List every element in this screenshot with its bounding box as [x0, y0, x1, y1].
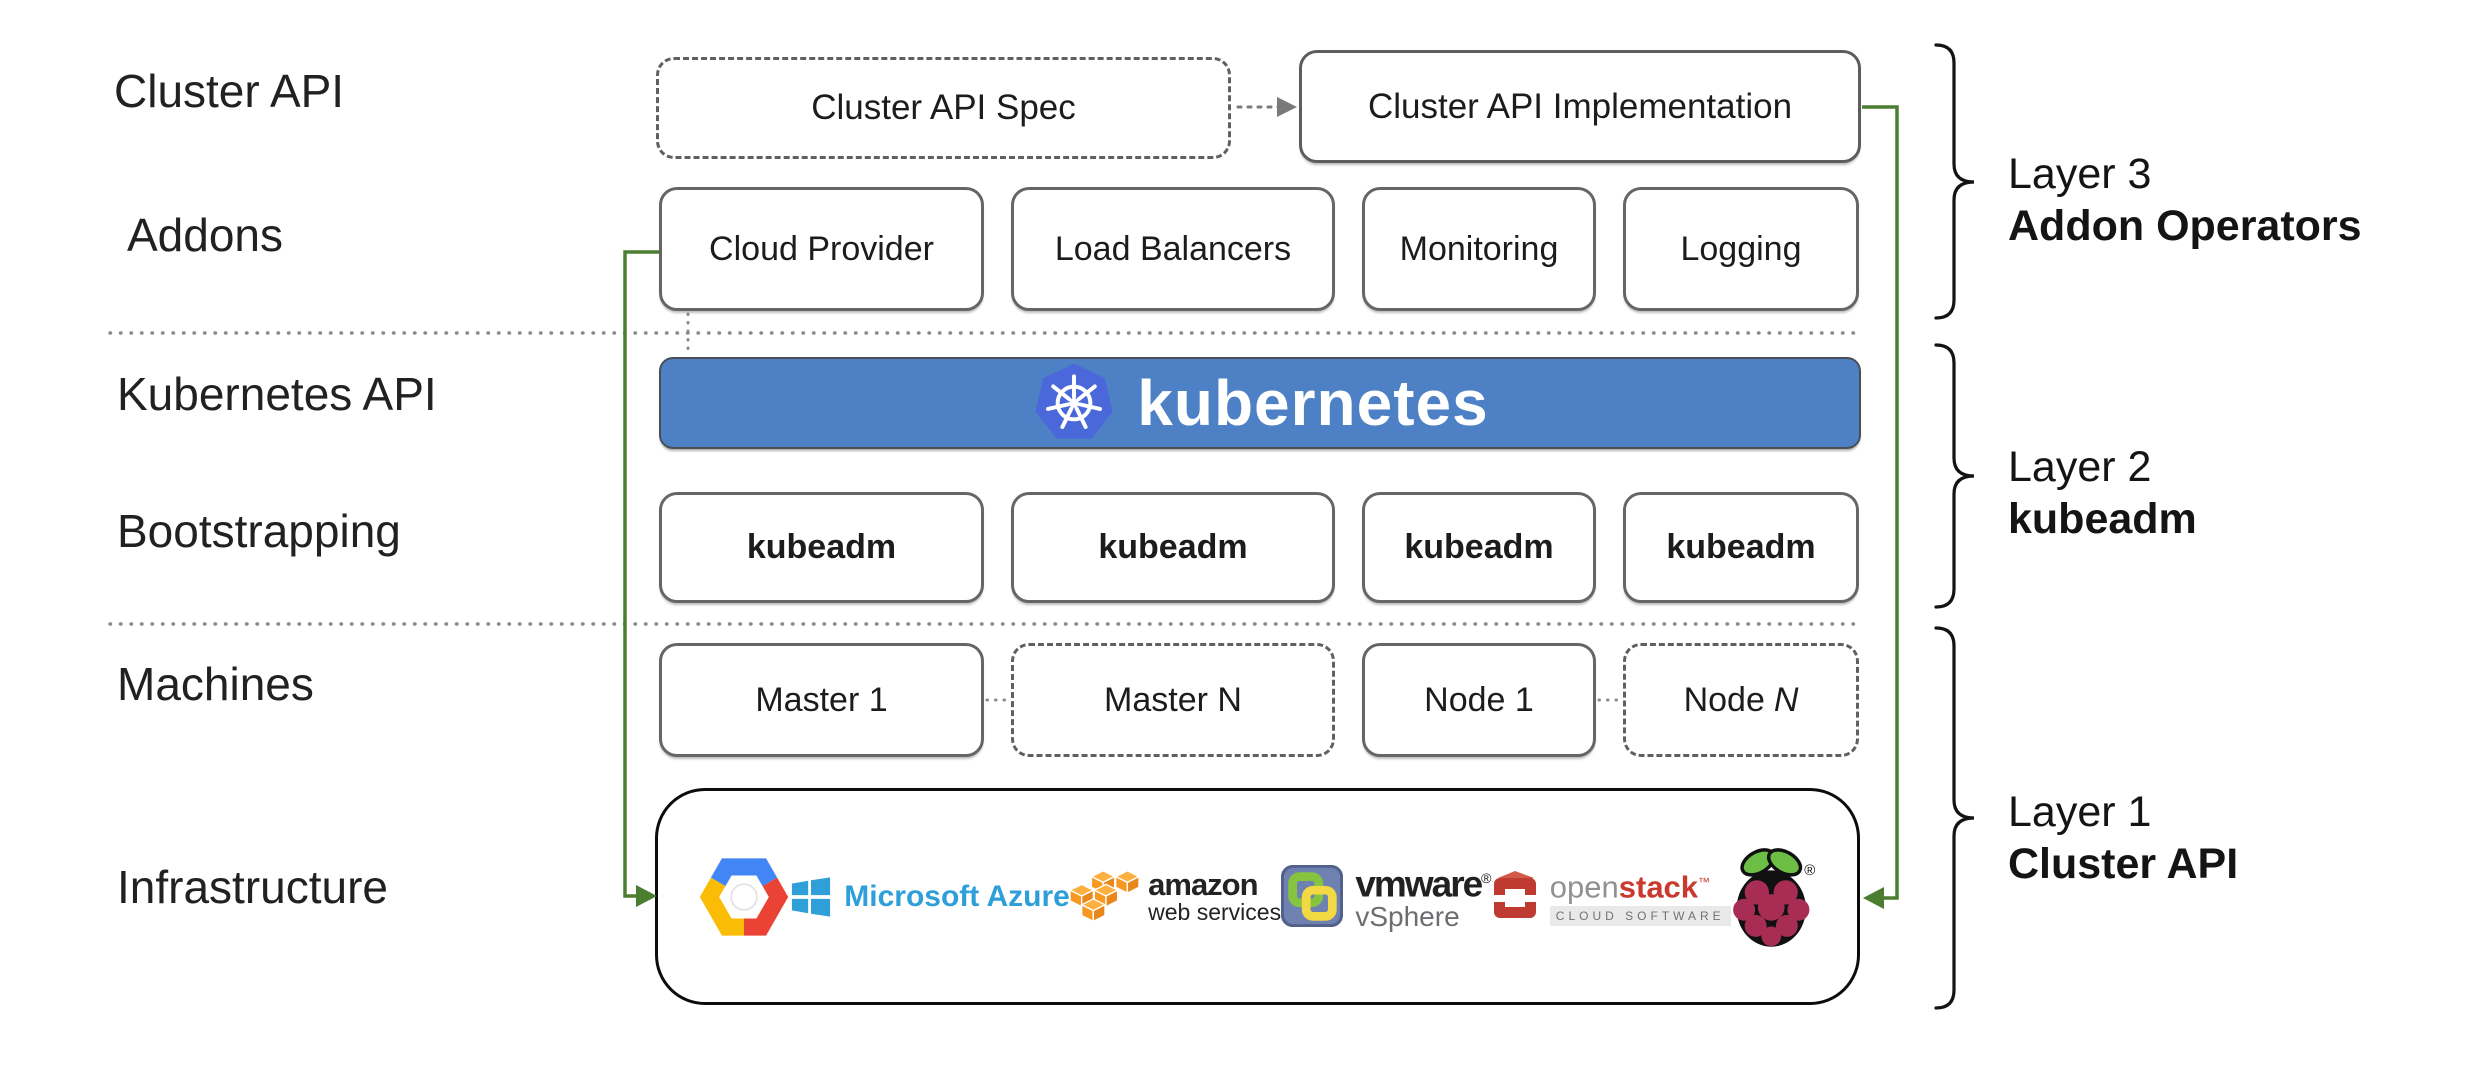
raspberry-registered-mark: ® [1804, 862, 1815, 879]
aws-web-services-label: web services [1148, 898, 1282, 925]
layer-2-label: Layer 2 kubeadm [2008, 443, 2197, 543]
spec-to-implementation-arrowhead-icon [1277, 97, 1297, 117]
provider-vmware-vsphere: vmware® vSphere [1281, 861, 1492, 932]
openstack-wordmark: openstack™ [1549, 869, 1711, 905]
right-green-arrowhead-icon [1863, 887, 1884, 909]
machine-box-node-n: Node N [1623, 643, 1859, 757]
row-label-bootstrapping: Bootstrapping [117, 505, 401, 557]
azure-wordmark: Microsoft Azure [844, 879, 1070, 913]
kubernetes-banner: kubernetes [659, 357, 1861, 449]
aws-cubes-icon [1070, 869, 1141, 922]
row-label-cluster-api: Cluster API [114, 65, 345, 117]
addon-box-cloud-provider: Cloud Provider [659, 187, 984, 311]
raspberry-pi-icon: ® [1733, 847, 1815, 947]
provider-raspberry-pi: ® [1731, 845, 1815, 949]
addon-box-load-balancers: Load Balancers [1011, 187, 1335, 311]
provider-google-cloud [698, 848, 790, 946]
layer-1-label: Layer 1 Cluster API [2008, 788, 2239, 888]
kubernetes-banner-label: kubernetes [1137, 367, 1489, 439]
google-cloud-icon [699, 857, 789, 936]
node-n-prefix: Node [1683, 680, 1765, 719]
provider-aws: amazon web services [1070, 865, 1281, 929]
openstack-trademark: ™ [1698, 874, 1711, 889]
openstack-cloud-software-label: CLOUD SOFTWARE [1549, 906, 1731, 927]
openstack-icon [1493, 871, 1536, 919]
machine-box-master-1: Master 1 [659, 643, 984, 757]
kubeadm-box-4: kubeadm [1623, 492, 1859, 603]
provider-microsoft-azure: Microsoft Azure [790, 876, 1070, 918]
kubeadm-box-2: kubeadm [1011, 492, 1335, 603]
implementation-to-infrastructure-connector [1862, 105, 1899, 900]
layer-3-label: Layer 3 Addon Operators [2008, 150, 2362, 250]
infrastructure-box: Microsoft Azure amazon web services [655, 788, 1860, 1005]
layer-2-brace [1934, 343, 1975, 609]
vmware-registered-mark: ® [1481, 870, 1491, 887]
vmware-wordmark: vmware® [1355, 863, 1491, 905]
microsoft-azure-icon [792, 876, 831, 917]
addon-box-logging: Logging [1623, 187, 1859, 311]
row-label-infrastructure: Infrastructure [117, 861, 388, 913]
cloud-provider-to-infrastructure-connector [623, 250, 659, 898]
cluster-api-spec-box: Cluster API Spec [656, 57, 1231, 159]
machine-box-node-1: Node 1 [1362, 643, 1596, 757]
amazon-wordmark: amazon [1148, 866, 1258, 902]
provider-openstack: openstack™ CLOUD SOFTWARE [1490, 867, 1731, 927]
addon-box-monitoring: Monitoring [1362, 187, 1596, 311]
vmware-vsphere-icon [1281, 865, 1344, 928]
layer-3-brace [1934, 43, 1975, 320]
left-green-arrowhead-icon [636, 885, 657, 907]
cluster-api-implementation-box: Cluster API Implementation [1299, 50, 1861, 163]
row-label-machines: Machines [117, 658, 314, 710]
kubeadm-box-1: kubeadm [659, 492, 984, 603]
layer-1-brace [1934, 626, 1975, 1010]
vsphere-label: vSphere [1355, 900, 1460, 932]
kubeadm-box-3: kubeadm [1362, 492, 1596, 603]
kubernetes-logo-icon [1035, 363, 1113, 439]
machine-box-master-n: Master N [1011, 643, 1335, 757]
row-label-kubernetes-api: Kubernetes API [117, 368, 437, 420]
row-label-addons: Addons [127, 209, 284, 261]
node-n-variable: N [1773, 680, 1799, 719]
